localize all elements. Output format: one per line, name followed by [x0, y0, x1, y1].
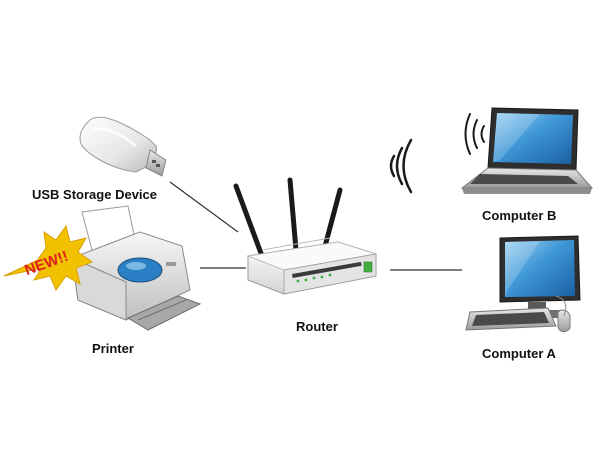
computer-b-label: Computer B [482, 208, 557, 223]
wireless-signal-icon [389, 138, 413, 194]
laptop-wifi-icon [464, 113, 485, 155]
router-antenna [287, 177, 299, 253]
usb-router-link [169, 181, 239, 233]
printer-icon [71, 205, 202, 331]
router-antenna [233, 183, 265, 259]
router-antenna [321, 187, 343, 253]
connection-lines [169, 181, 462, 271]
wireless-router-icon [233, 177, 377, 295]
router-label: Router [296, 319, 338, 334]
desktop-computer-icon [465, 235, 581, 333]
printer-label: Printer [92, 341, 134, 356]
usb-storage-label: USB Storage Device [32, 187, 157, 202]
computer-a-label: Computer A [482, 346, 556, 361]
new-badge: NEW!! [3, 224, 94, 292]
usb-drive-icon [79, 116, 167, 177]
laptop-icon [460, 107, 594, 194]
